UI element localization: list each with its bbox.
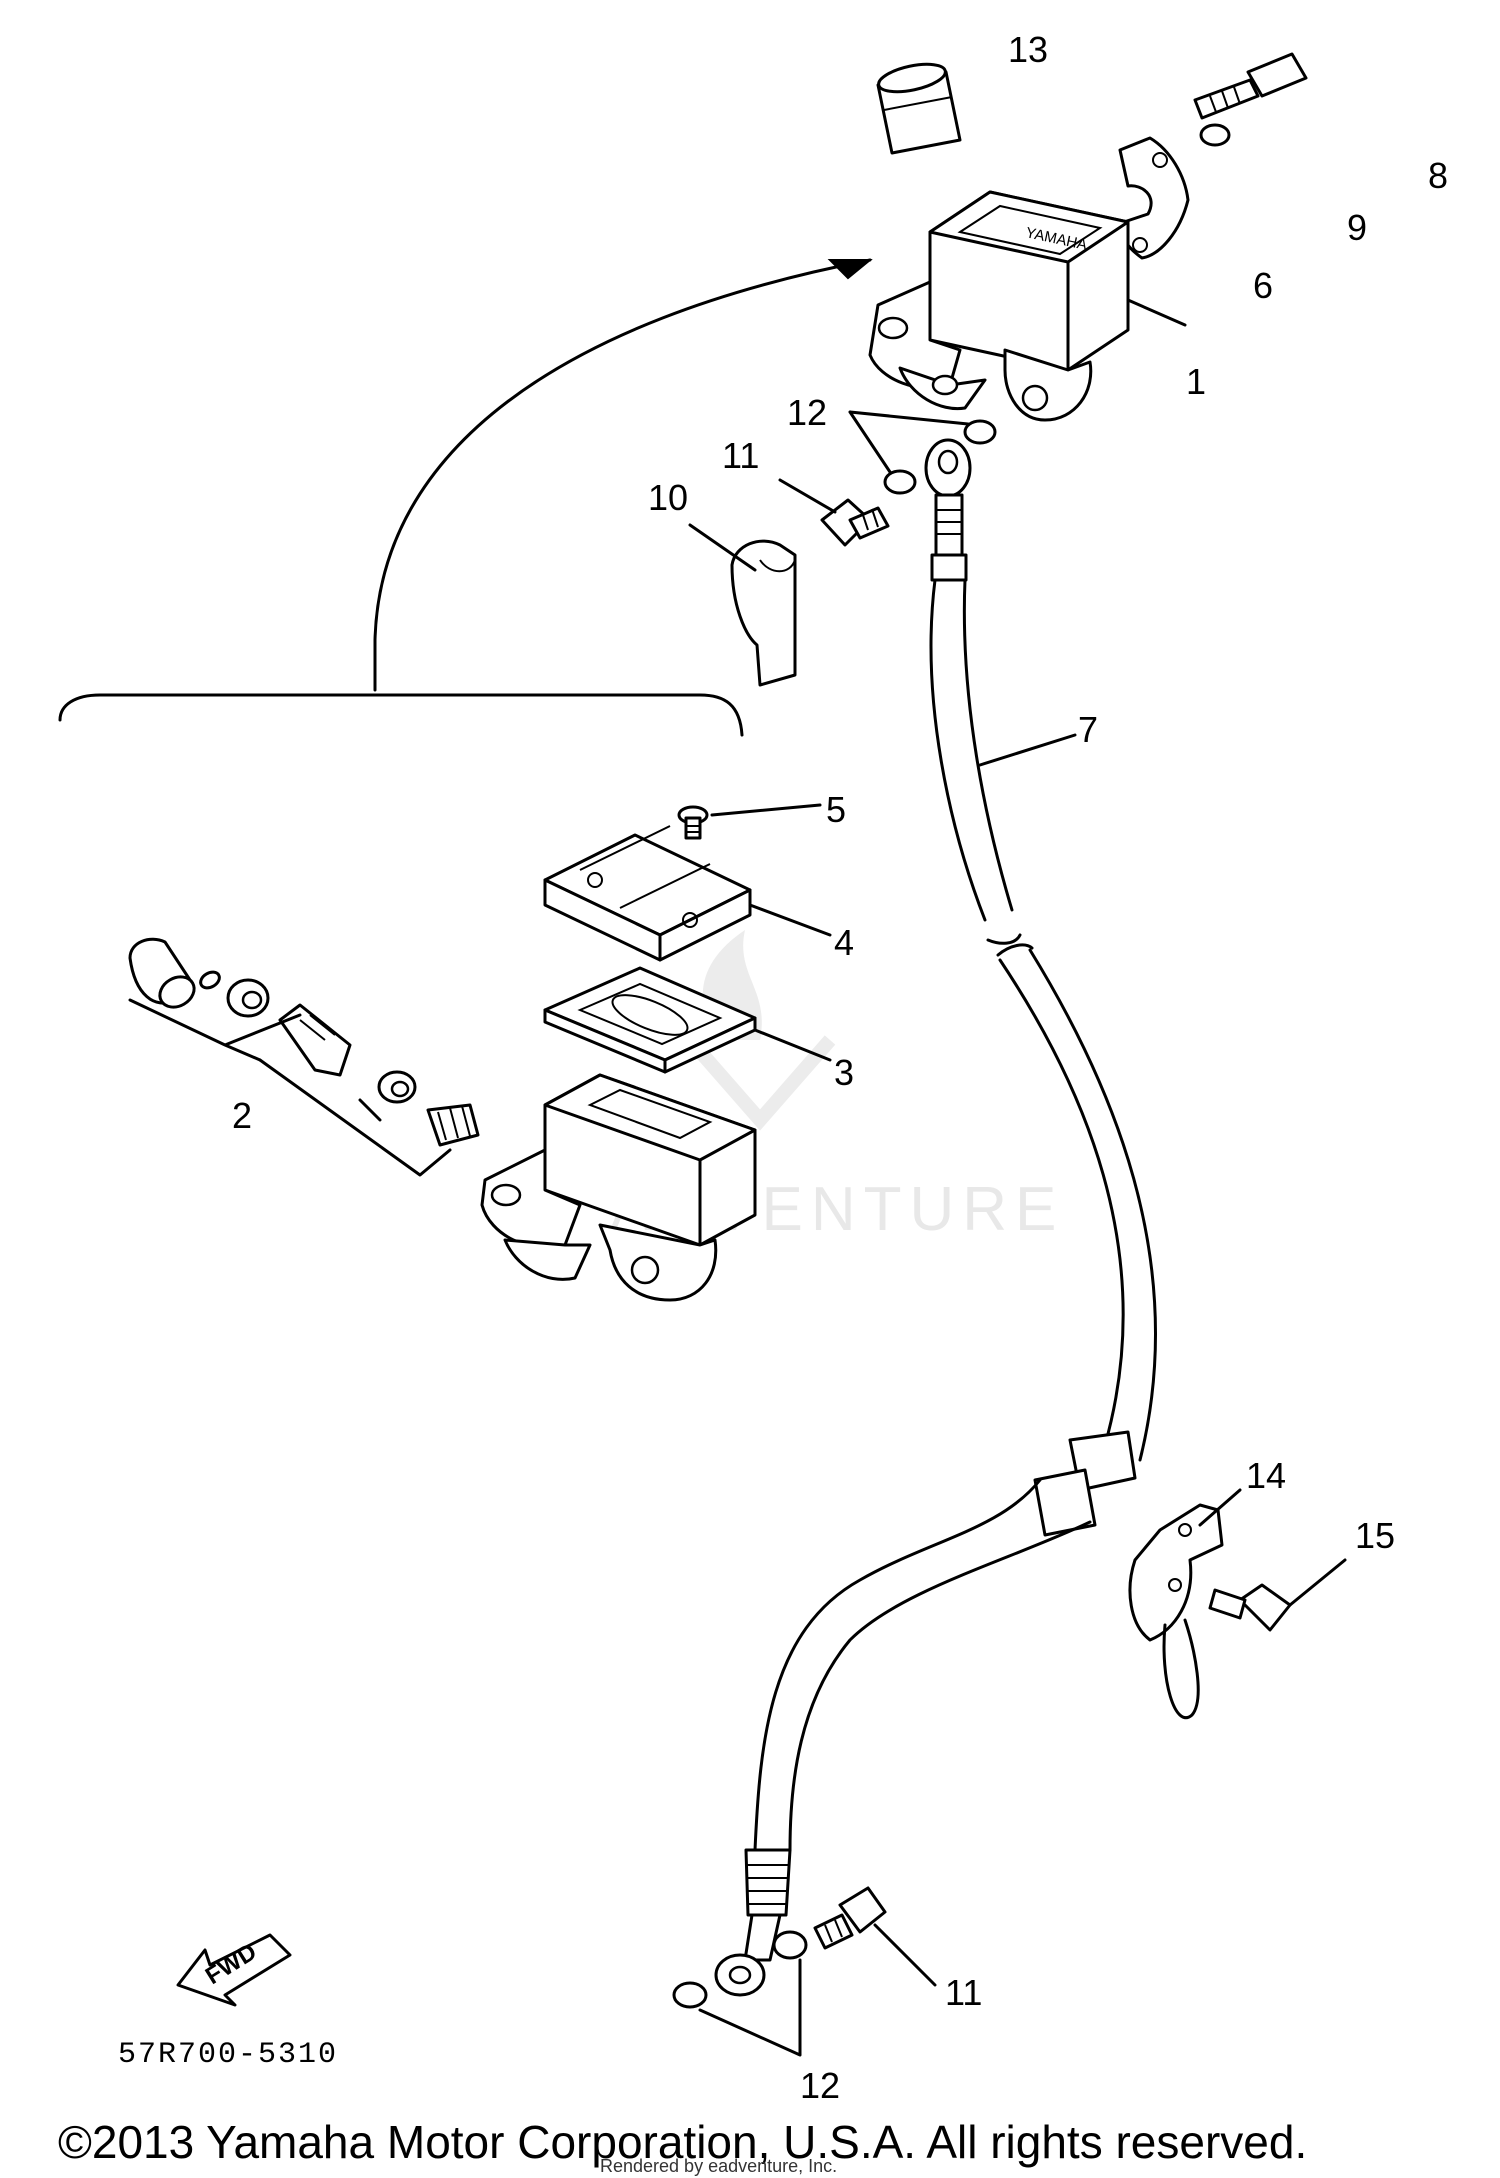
- part-12-washer-bottom-b: [672, 1981, 708, 2009]
- leader-12-top: [848, 410, 970, 474]
- callout-4: 4: [834, 922, 854, 963]
- callout-12-bottom: 12: [800, 2065, 840, 2106]
- part-12-washer-top-b: [883, 469, 917, 495]
- callout-2: 2: [232, 1095, 252, 1136]
- part-12-washer-top-a: [963, 419, 997, 445]
- fwd-arrow: FWD: [176, 1933, 292, 2007]
- part-8-bolt: [1193, 52, 1308, 120]
- leader-1: [1126, 298, 1187, 327]
- assembly-arrow: [58, 258, 873, 737]
- callout-9: 9: [1347, 207, 1367, 248]
- callout-12-top: 12: [787, 392, 827, 433]
- callout-11-bottom: 11: [945, 1972, 982, 2013]
- part-10-cap: [730, 539, 797, 687]
- callout-11-top: 11: [722, 435, 759, 476]
- part-15-bolt: [1208, 1583, 1292, 1632]
- leader-3: [753, 1028, 832, 1062]
- leader-5: [710, 803, 822, 817]
- leader-14: [1198, 1488, 1242, 1527]
- part-2-kit: [128, 937, 480, 1177]
- copyright-notice: ©2013 Yamaha Motor Corporation, U.S.A. A…: [58, 2116, 1307, 2168]
- part-9-washer: [1199, 123, 1231, 147]
- callout-10: 10: [648, 477, 688, 518]
- callout-3: 3: [834, 1052, 854, 1093]
- leader-11-top: [778, 478, 837, 514]
- leader-11-bottom: [873, 1923, 937, 1987]
- callout-5: 5: [826, 789, 846, 830]
- callout-15: 15: [1355, 1515, 1395, 1556]
- leader-7: [978, 733, 1077, 767]
- leader-15: [1288, 1558, 1347, 1607]
- leader-4: [748, 903, 832, 937]
- part-11-bolt-top: [820, 498, 890, 547]
- callout-1: 1: [1186, 361, 1206, 402]
- part-11-bolt-bottom: [813, 1886, 887, 1950]
- part-12-washer-bottom-a: [772, 1930, 808, 1960]
- leader-12-bottom: [698, 1958, 802, 2057]
- part-4-cover: [543, 825, 752, 962]
- callout-7: 7: [1078, 709, 1098, 750]
- part-7-brake-hose: [714, 438, 1157, 1997]
- leader-10: [688, 523, 757, 572]
- rendered-by-note: Rendered by eadventure, Inc.: [600, 2156, 837, 2176]
- part-3-diaphragm: [543, 966, 757, 1074]
- callout-14: 14: [1246, 1455, 1286, 1496]
- master-cylinder-body-exploded: [480, 1073, 757, 1302]
- callout-13: 13: [1008, 29, 1048, 70]
- callout-8: 8: [1428, 155, 1448, 196]
- part-6-clamp: [1118, 136, 1190, 260]
- part-14-bracket: [1128, 1503, 1224, 1719]
- callout-6: 6: [1253, 265, 1273, 306]
- part-13-cap: [876, 62, 962, 155]
- part-5-screw: [677, 805, 709, 840]
- part-1-master-cylinder: YAMAHA: [868, 190, 1130, 422]
- diagram-code: 57R700-5310: [118, 2038, 338, 2072]
